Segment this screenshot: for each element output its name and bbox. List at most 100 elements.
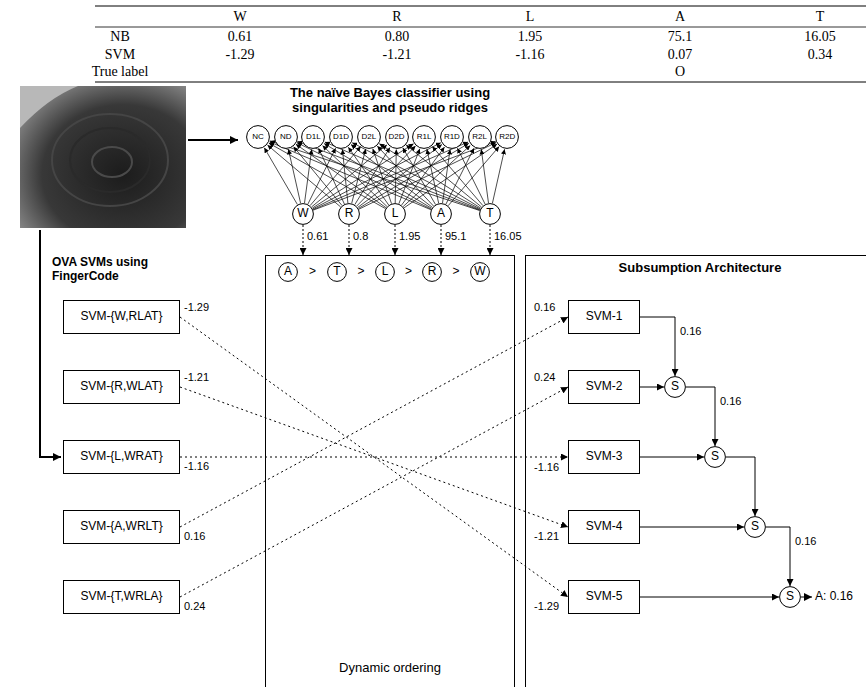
connector <box>313 142 468 210</box>
ova-svm-box: SVM-{W,RLAT} <box>63 300 180 334</box>
connector <box>270 141 480 211</box>
connector <box>319 148 345 204</box>
connector <box>406 145 481 207</box>
circle-shape <box>413 126 436 149</box>
input-value: -1.29 <box>534 600 559 613</box>
node-text: ND <box>280 132 292 141</box>
table-rule <box>95 82 866 83</box>
table-header: A <box>675 9 685 25</box>
circle-shape <box>279 263 298 282</box>
flow-arrow <box>188 139 238 141</box>
svm-box: SVM-2 <box>568 370 640 404</box>
switch-node: S <box>664 376 686 398</box>
dotted-connector <box>180 317 568 527</box>
circle-shape <box>440 126 463 149</box>
edge-value: 0.24 <box>184 600 205 613</box>
rank-node: W <box>470 262 490 282</box>
connector <box>305 149 312 203</box>
table-cell: 0.61 <box>228 29 253 45</box>
dotted-connector <box>303 225 304 255</box>
table-rule <box>95 27 866 28</box>
circle-shape <box>330 126 353 149</box>
fingerprint-image <box>20 86 186 228</box>
node-text: W <box>297 207 308 221</box>
feature-node: ND <box>274 125 298 149</box>
table-row-label: SVM <box>105 47 135 63</box>
node-text: T <box>333 265 340 279</box>
connector <box>270 142 431 210</box>
node-text: R2L <box>472 132 487 141</box>
node-text: A <box>437 207 445 221</box>
group-heading: OVA SVMs using FingerCode <box>52 256 170 284</box>
table-cell: 0.07 <box>668 47 693 63</box>
circle-shape <box>471 263 490 282</box>
connector <box>355 148 390 205</box>
table-header: W <box>233 9 246 25</box>
circle-shape <box>357 126 380 149</box>
node-text: R1D <box>444 132 460 141</box>
edge-value: 0.16 <box>680 325 701 338</box>
node-text: R1L <box>417 132 432 141</box>
feature-node: D2D <box>385 125 409 149</box>
input-value: -1.21 <box>534 530 559 543</box>
connector <box>404 144 497 208</box>
connector <box>457 148 485 204</box>
feature-node: D1L <box>301 125 325 149</box>
node-text: NC <box>252 132 264 141</box>
dotted-connector <box>180 387 568 527</box>
switch-node: S <box>779 586 801 608</box>
node-text: D1D <box>333 132 349 141</box>
circle-shape <box>339 204 360 225</box>
node-text: SVM-{A,WRLT} <box>80 520 162 534</box>
connector <box>358 145 442 208</box>
node-text: R <box>345 207 354 221</box>
ordering-panel: Dynamic orderingATLRW <box>265 255 515 687</box>
circle-shape <box>423 263 442 282</box>
table-cell: -1.21 <box>382 47 411 63</box>
node-text: SVM-5 <box>586 590 623 604</box>
connector <box>448 147 499 206</box>
table-header: L <box>526 9 535 25</box>
circle-shape <box>480 204 501 225</box>
edge-value: 0.16 <box>184 530 205 543</box>
connector <box>481 149 488 203</box>
input-value: 0.24 <box>534 371 555 384</box>
node-text: D2L <box>361 132 376 141</box>
svm-box: SVM-4 <box>568 510 640 544</box>
input-value: 0.16 <box>534 301 555 314</box>
order-sign: > <box>405 265 412 279</box>
connector <box>686 387 715 446</box>
feature-node: D2L <box>357 125 381 149</box>
circle-shape <box>328 263 347 282</box>
connector <box>313 143 441 209</box>
connector <box>268 145 341 207</box>
node-text: S <box>671 380 679 394</box>
ova-svm-box: SVM-{A,WRLT} <box>63 510 180 544</box>
edge-value: -1.21 <box>184 371 209 384</box>
table-rule <box>95 6 866 7</box>
edge-value: 16.05 <box>494 230 522 243</box>
order-sign: > <box>452 265 459 279</box>
node-text: R <box>428 265 437 279</box>
connector <box>324 144 432 209</box>
node-text: S <box>751 520 759 534</box>
node-text: D2D <box>388 132 404 141</box>
dotted-connector <box>441 225 442 255</box>
circle-shape <box>274 126 297 149</box>
dotted-connector <box>180 457 568 458</box>
feature-node: R2L <box>468 125 492 149</box>
node-text: S <box>711 450 719 464</box>
table-cell: O <box>675 64 685 80</box>
circle-shape <box>665 377 686 398</box>
node-text: SVM-{W,RLAT} <box>81 310 163 324</box>
feature-node: D1D <box>329 125 353 149</box>
table-cell: -1.16 <box>515 47 544 63</box>
node-text: Subsumption Architecture <box>526 261 866 276</box>
ova-svm-box: SVM-{L,WRAT} <box>63 440 180 474</box>
table-row-label: NB <box>110 29 129 45</box>
connector <box>640 317 675 376</box>
class-node: R <box>338 203 360 225</box>
connector <box>325 142 480 210</box>
table-cell: 75.1 <box>668 29 693 45</box>
